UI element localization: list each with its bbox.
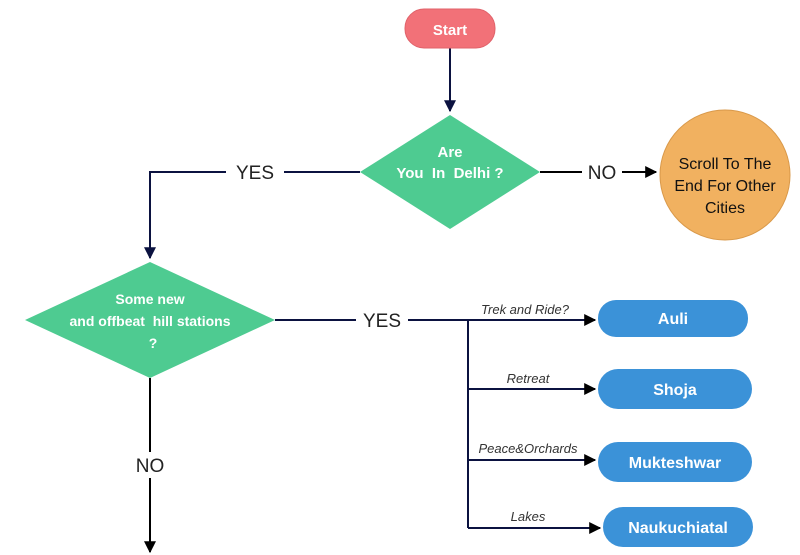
shoja-node <box>598 369 752 409</box>
start-node <box>404 8 496 49</box>
mukteshwar-node <box>598 442 752 482</box>
offbeat-label-line2: and offbeat hill stations <box>69 313 230 329</box>
auli-node <box>598 300 748 337</box>
delhi-label-line1: Are <box>437 144 462 161</box>
label-trek: Trek and Ride? <box>481 302 570 317</box>
label-delhi-yes: YES <box>236 163 274 184</box>
shoja-label: Shoja <box>653 382 697 399</box>
offbeat-label-line1: Some new <box>115 291 184 307</box>
offbeat-decision <box>25 262 275 378</box>
label-delhi-no: NO <box>588 163 617 184</box>
label-offbeat-yes: YES <box>363 311 401 332</box>
other-cities-line1: Scroll To The <box>679 156 772 173</box>
mukteshwar-label: Mukteshwar <box>629 455 721 472</box>
label-offbeat-no: NO <box>136 456 165 477</box>
start-label: Start <box>433 22 467 39</box>
label-lakes: Lakes <box>511 509 546 524</box>
edge-delhi-yes <box>144 171 360 260</box>
label-retreat: Retreat <box>507 371 551 386</box>
other-cities-node <box>659 109 791 241</box>
delhi-label-line2: You In Delhi ? <box>396 165 503 182</box>
label-peace: Peace&Orchards <box>479 441 578 456</box>
offbeat-label-line3: ? <box>149 335 158 351</box>
naukuchiatal-node <box>603 507 753 547</box>
delhi-decision <box>360 115 540 229</box>
naukuchiatal-label: Naukuchiatal <box>628 520 728 537</box>
other-cities-line2: End For Other <box>674 178 776 195</box>
other-cities-line3: Cities <box>705 200 745 217</box>
auli-label: Auli <box>658 311 688 328</box>
